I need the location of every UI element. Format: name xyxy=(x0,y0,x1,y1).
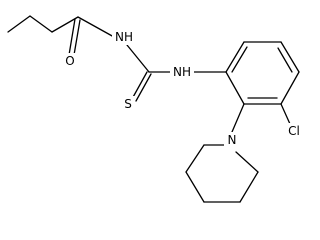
ring-bond-6 xyxy=(225,71,245,105)
pip-bond-3 xyxy=(185,171,205,203)
piperidine-ring xyxy=(185,144,259,203)
chemical-structure-diagram: O NH S NH Cl N xyxy=(7,15,304,203)
bond-c3-c4 xyxy=(51,16,79,33)
bond-nh-cs xyxy=(126,44,150,73)
ring-double-inner-2 xyxy=(277,47,293,73)
pip-bond-2 xyxy=(185,144,205,173)
ring-bond-3 xyxy=(280,41,300,73)
ring-bond-1 xyxy=(225,41,245,73)
pip-bond-6 xyxy=(235,151,259,173)
bond-carbonyl-c-n xyxy=(77,16,115,38)
bond-ring-cl xyxy=(280,103,291,125)
ring-double-inner-1 xyxy=(231,46,248,73)
benzene-ring xyxy=(225,41,300,105)
amide-group xyxy=(68,16,115,56)
atom-label-amide-nitrogen: NH xyxy=(115,30,133,44)
atom-label-amide-oxygen: O xyxy=(65,54,74,68)
atom-label-chlorine: Cl xyxy=(288,124,300,138)
bond-carbonyl-c-o-2 xyxy=(73,19,81,56)
atom-label-aryl-nitrogen: NH xyxy=(173,65,191,79)
bond-cs-s-2 xyxy=(135,73,152,102)
pip-bond-5 xyxy=(239,171,259,203)
bond-cs-s-1 xyxy=(131,71,148,100)
bond-c2-c3 xyxy=(29,15,53,33)
thiourea-group xyxy=(126,44,173,102)
atom-labels: O NH S NH Cl N xyxy=(63,29,304,149)
bond-carbonyl-c-o-1 xyxy=(68,18,76,56)
atom-label-piperidine-nitrogen: N xyxy=(228,133,237,147)
ring-bond-4 xyxy=(280,71,300,105)
bond-c1-c2 xyxy=(7,15,31,33)
butyl-chain xyxy=(7,15,79,33)
bond-ring-n xyxy=(231,103,245,133)
atom-label-thione-sulfur: S xyxy=(124,97,132,111)
